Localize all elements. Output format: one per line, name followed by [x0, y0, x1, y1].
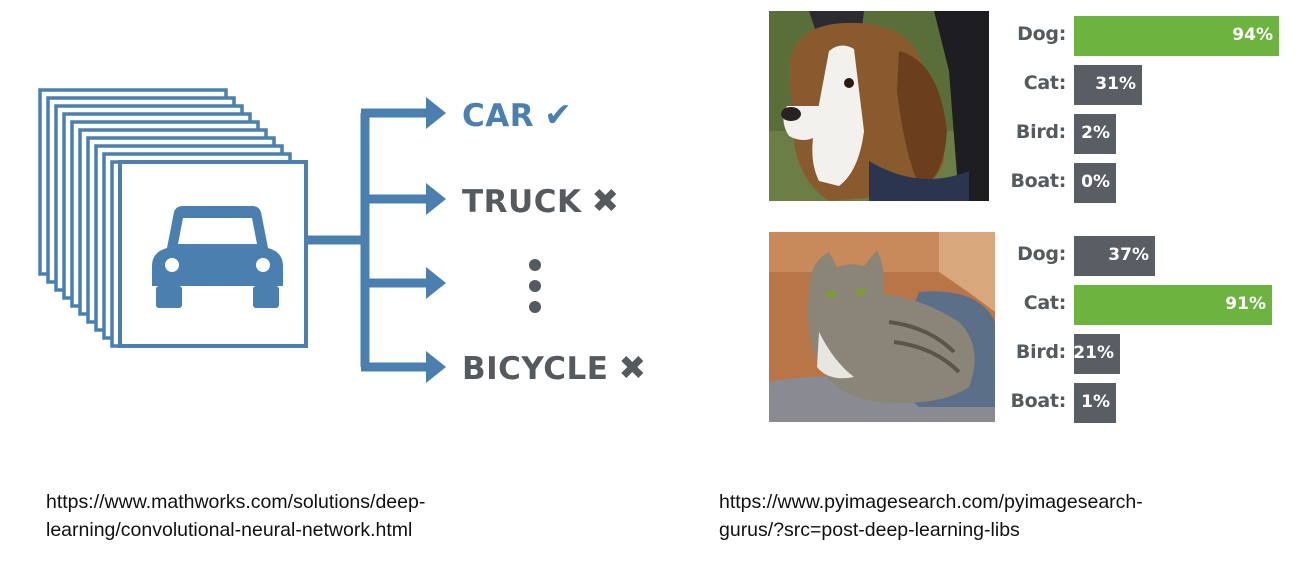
bar-value: 31%: [1095, 74, 1136, 94]
prediction-bar: 31%: [1074, 65, 1142, 105]
car-icon: [152, 206, 283, 308]
bar-value: 91%: [1225, 294, 1266, 314]
bar-value: 1%: [1081, 392, 1110, 412]
checkmark-icon: ✔: [544, 95, 573, 134]
cnn-diagram-graphic: [38, 88, 541, 383]
class-name: BICYCLE: [462, 351, 609, 387]
arrow-head-icon: [426, 97, 446, 129]
source-line: https://www.mathworks.com/solutions/deep…: [46, 491, 426, 513]
prediction-bar-top: 91%: [1074, 285, 1272, 325]
bar-label: Boat:: [1010, 390, 1066, 412]
prediction-bar: 21%: [1073, 334, 1120, 374]
class-name: TRUCK: [462, 184, 582, 220]
source-line: gurus/?src=post-deep-learning-libs: [719, 519, 1020, 541]
prediction-bar: 37%: [1074, 236, 1155, 276]
bar-value: 2%: [1081, 123, 1110, 143]
arrow-head-icon: [426, 183, 446, 215]
cat-photo: [769, 232, 995, 422]
class-label-truck: TRUCK✖: [462, 181, 620, 220]
prediction-bar: 1%: [1074, 383, 1116, 423]
cnn-classification-diagram: CAR✔ TRUCK✖ BICYCLE✖: [30, 80, 670, 400]
bar-label: Boat:: [1010, 170, 1066, 192]
source-link-mathworks[interactable]: https://www.mathworks.com/solutions/deep…: [46, 488, 516, 544]
bar-value: 94%: [1232, 25, 1273, 45]
cross-icon: ✖: [591, 181, 620, 220]
bar-label: Dog:: [1017, 23, 1066, 45]
branch-connector: [306, 108, 428, 372]
class-name: CAR: [462, 98, 535, 134]
prediction-bar: 2%: [1074, 114, 1116, 154]
prediction-bar: 0%: [1074, 163, 1116, 203]
dog-photo: [769, 11, 989, 201]
ellipsis-icon: [529, 259, 541, 313]
class-label-bicycle: BICYCLE✖: [462, 348, 647, 387]
bar-value: 0%: [1081, 172, 1110, 192]
source-link-pyimagesearch[interactable]: https://www.pyimagesearch.com/pyimagesea…: [719, 488, 1239, 544]
bar-value: 37%: [1108, 245, 1149, 265]
class-label-car: CAR✔: [462, 95, 572, 134]
bar-label: Dog:: [1017, 243, 1066, 265]
bar-label: Cat:: [1023, 292, 1067, 314]
prediction-bar-top: 94%: [1074, 16, 1279, 56]
bar-label: Bird:: [1015, 121, 1066, 143]
cross-icon: ✖: [618, 348, 647, 387]
bar-label: Bird:: [1015, 341, 1066, 363]
bar-label: Cat:: [1023, 72, 1067, 94]
source-line: learning/convolutional-neural-network.ht…: [46, 519, 413, 541]
source-line: https://www.pyimagesearch.com/pyimagesea…: [719, 491, 1143, 513]
arrow-heads: [426, 97, 446, 383]
arrow-head-icon: [426, 351, 446, 383]
bar-value: 21%: [1073, 343, 1114, 363]
arrow-head-icon: [426, 267, 446, 299]
